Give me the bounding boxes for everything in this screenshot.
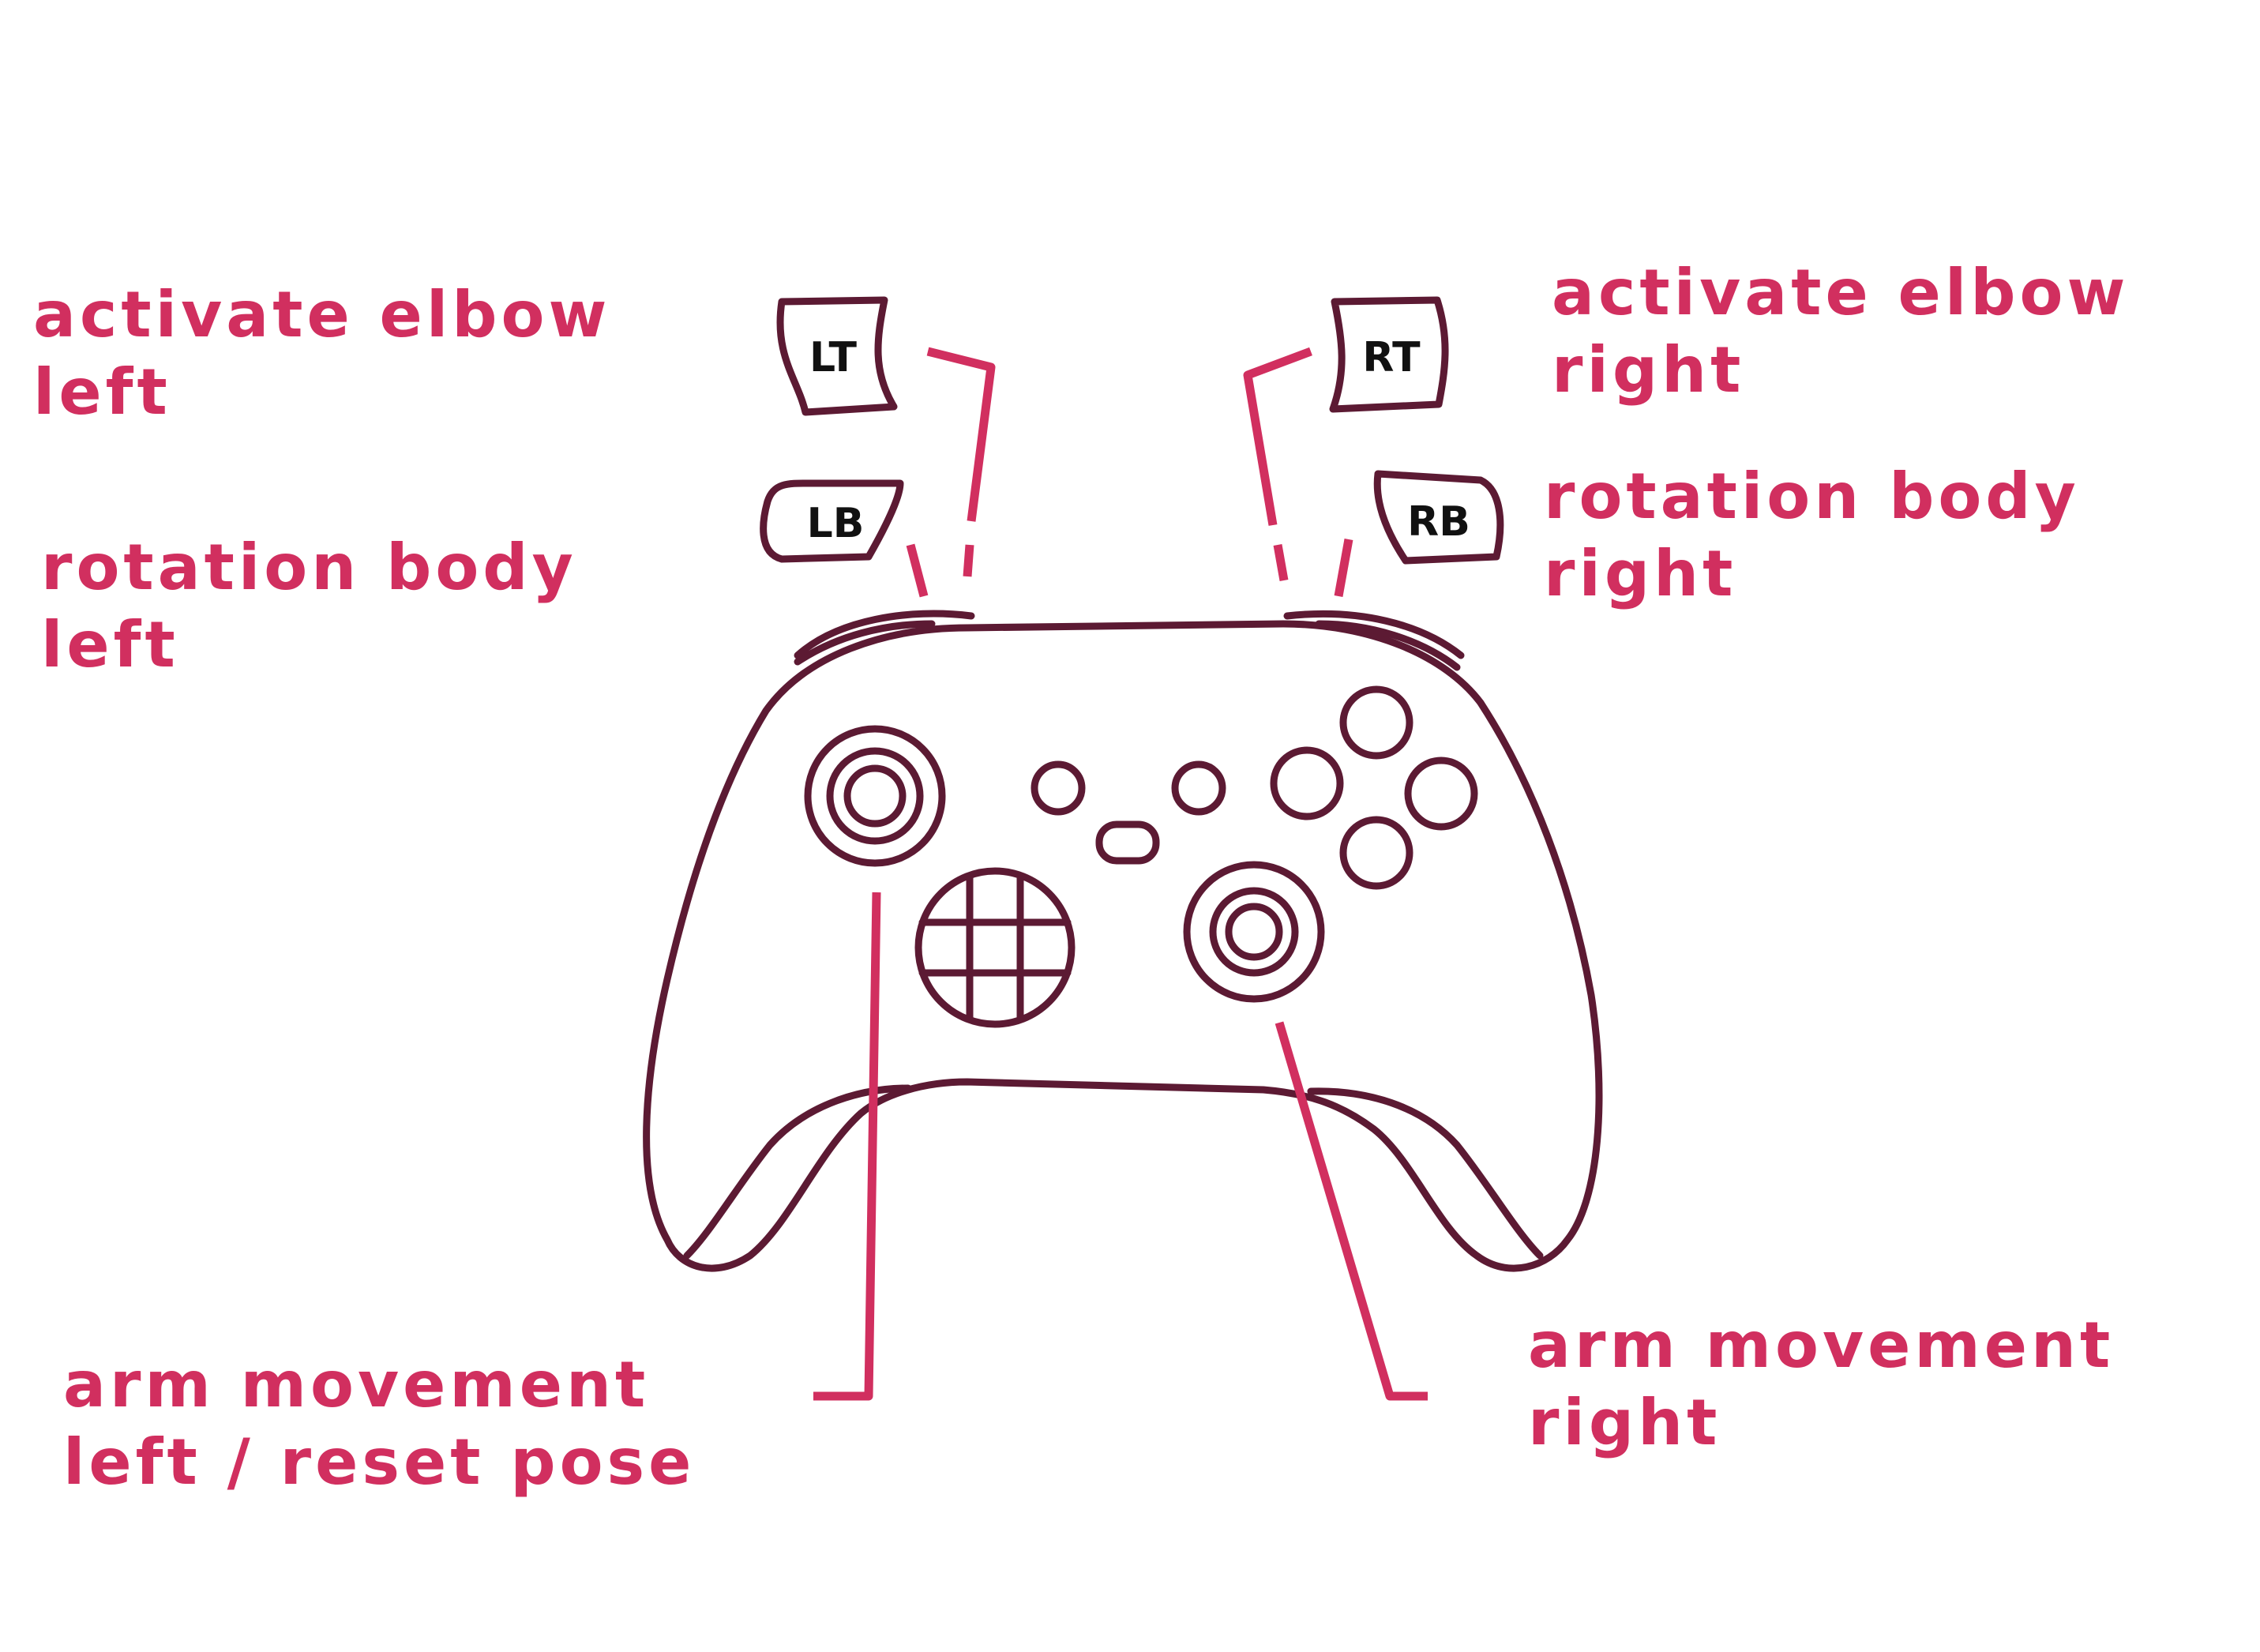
rt-button-label: RT: [1362, 334, 1421, 381]
lb-button-shape: [760, 479, 904, 563]
rb-button-shape: [1373, 470, 1504, 565]
leader-line-right-stick: [1275, 1021, 1428, 1401]
leader-line-lt-dash: [963, 544, 974, 577]
leader-line-rt-dash: [1273, 544, 1289, 581]
left-stick-inner: [843, 764, 907, 828]
controller-body-inner-edge: [794, 620, 936, 666]
controller-body-outline: [643, 620, 1603, 1272]
label-line: rotation body: [1544, 460, 2080, 533]
leader-line-lt: [926, 347, 996, 522]
leader-line-lb: [906, 543, 929, 598]
controller-icon: [643, 610, 1603, 1272]
right-stick-inner: [1225, 903, 1283, 961]
right-stick-outer: [1183, 861, 1325, 1003]
face-button-right-icon: [1404, 757, 1478, 831]
label-arm-movement-right: arm movement right: [1528, 1307, 2114, 1462]
label-line: left: [41, 608, 179, 681]
label-line: left / reset pose: [63, 1425, 696, 1499]
lt-button-shape: [776, 296, 898, 416]
label-activate-elbow-left: activate elbow left: [33, 276, 610, 431]
label-line: right: [1544, 537, 1737, 610]
label-line: right: [1552, 333, 1745, 407]
label-line: arm movement: [1528, 1308, 2115, 1382]
label-line: rotation body: [41, 531, 577, 604]
label-arm-movement-left: arm movement left / reset pose: [63, 1346, 695, 1501]
label-activate-elbow-right: activate elbow right: [1552, 254, 2129, 409]
face-button-top-icon: [1339, 685, 1413, 760]
view-button-icon: [1031, 760, 1086, 816]
leader-line-rt: [1243, 347, 1312, 526]
face-button-left-icon: [1270, 746, 1344, 820]
rt-button-shape: [1329, 296, 1449, 413]
left-stick-middle: [826, 747, 924, 845]
label-line: right: [1528, 1386, 1721, 1459]
menu-button-icon: [1171, 760, 1226, 816]
left-stick-outer: [804, 725, 946, 867]
label-line: activate elbow: [1552, 256, 2130, 329]
lt-button-label: LT: [809, 334, 858, 381]
share-button-icon: [1095, 820, 1160, 865]
controller-body-inner-edge-right: [1315, 620, 1461, 671]
right-bumper-shape: [1283, 610, 1465, 659]
dpad-outline: [914, 867, 1076, 1028]
label-rotation-body-left: rotation body left: [41, 529, 577, 684]
controller-grip-inner-left: [683, 1084, 912, 1260]
lb-button-label: LB: [807, 500, 865, 547]
label-line: arm movement: [63, 1348, 650, 1421]
label-rotation-body-right: rotation body right: [1544, 458, 2080, 613]
rb-button-label: RB: [1407, 498, 1470, 546]
label-line: activate elbow: [33, 278, 611, 351]
left-bumper-shape: [794, 610, 975, 659]
leader-line-rb: [1334, 539, 1353, 597]
label-line: left: [33, 355, 171, 429]
face-button-bottom-icon: [1339, 816, 1413, 890]
controller-grip-inner-right: [1307, 1087, 1544, 1260]
right-stick-middle: [1209, 887, 1299, 977]
leader-line-left-stick: [813, 892, 881, 1401]
